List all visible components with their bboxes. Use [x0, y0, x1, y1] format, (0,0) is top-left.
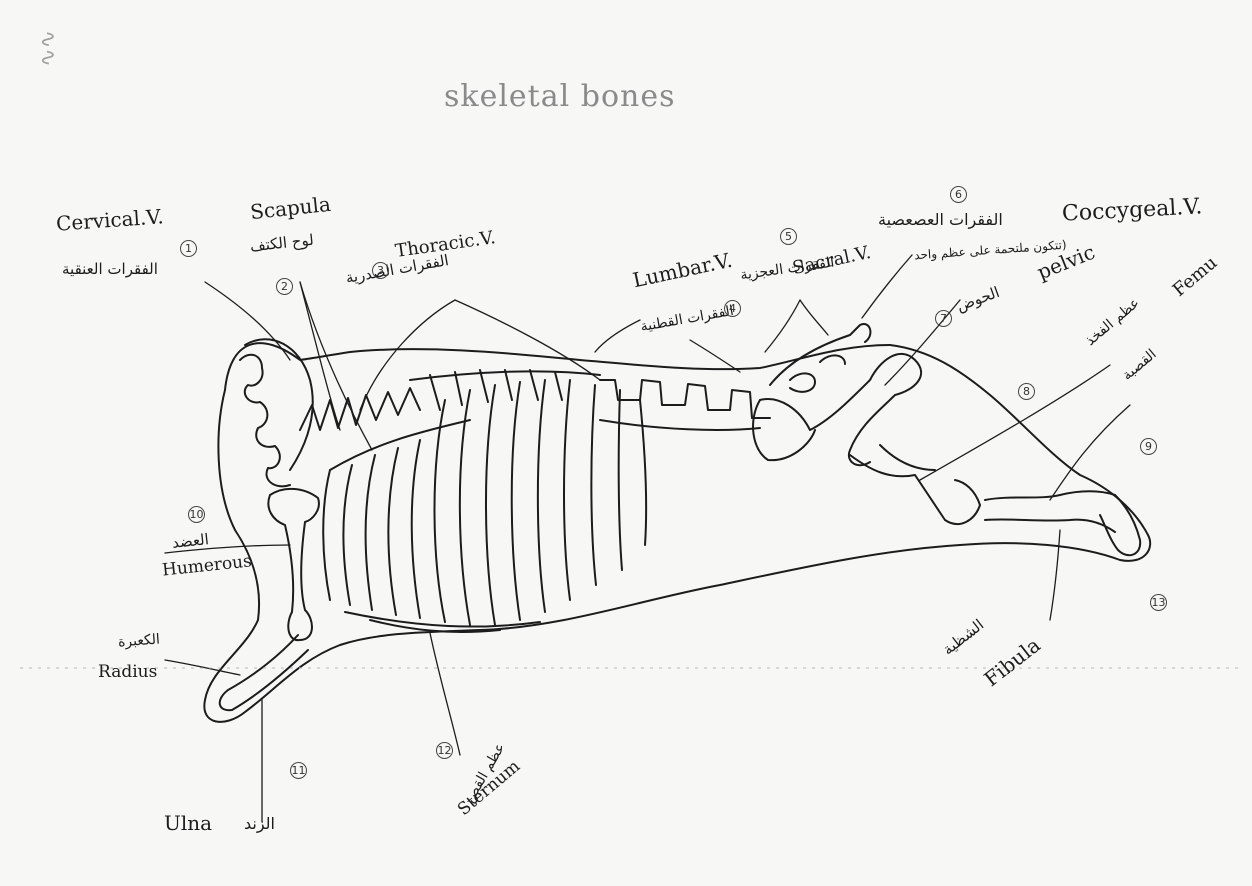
number-badge-13: 13	[1150, 594, 1167, 611]
leader-sacral-2	[800, 300, 828, 335]
leader-coccygeal	[862, 255, 912, 318]
number-badge-7: 7	[935, 310, 952, 327]
number-badge-3: 3	[372, 262, 389, 279]
number-badge-5: 5	[780, 228, 797, 245]
radius-bone	[220, 635, 308, 710]
leader-lumbar-2	[690, 340, 740, 372]
label-ulna-ar: الزند	[244, 816, 275, 832]
number-badge-11: 11	[290, 762, 307, 779]
leader-tibia	[1050, 405, 1130, 500]
label-radius-ar: الكعبرة	[118, 633, 161, 650]
margin-signature: ∿∿	[36, 30, 58, 67]
label-humerus-ar: العضد	[171, 532, 209, 551]
label-cervical-ar: الفقرات العنقية	[62, 262, 158, 277]
number-badge-2: 2	[276, 278, 293, 295]
page-title: skeletal bones	[444, 82, 676, 112]
femur-bone	[850, 455, 980, 524]
label-coccygeal-ar: الفقرات العصعصية	[878, 212, 1003, 228]
lumbar-vertebrae	[600, 380, 770, 418]
leader-fibula	[1050, 530, 1060, 620]
number-badge-1: 1	[180, 240, 197, 257]
leader-sternum	[430, 633, 460, 755]
leader-lumbar-1	[595, 320, 640, 352]
leader-cervical	[205, 282, 290, 360]
leader-femur	[920, 365, 1110, 480]
cervical-vertebrae	[240, 355, 290, 487]
number-badge-10: 10	[188, 506, 205, 523]
label-ulna-en: Ulna	[164, 813, 212, 833]
leader-thoracic-2	[455, 300, 600, 380]
label-radius-en: Radius	[98, 664, 157, 681]
humerus-bone	[268, 489, 319, 640]
leader-sacral-1	[765, 300, 800, 352]
number-badge-9: 9	[1140, 438, 1157, 455]
tibia-bone	[985, 491, 1140, 555]
number-badge-4: 4	[724, 300, 741, 317]
number-badge-8: 8	[1018, 383, 1035, 400]
number-badge-6: 6	[950, 186, 967, 203]
number-badge-12: 12	[436, 742, 453, 759]
